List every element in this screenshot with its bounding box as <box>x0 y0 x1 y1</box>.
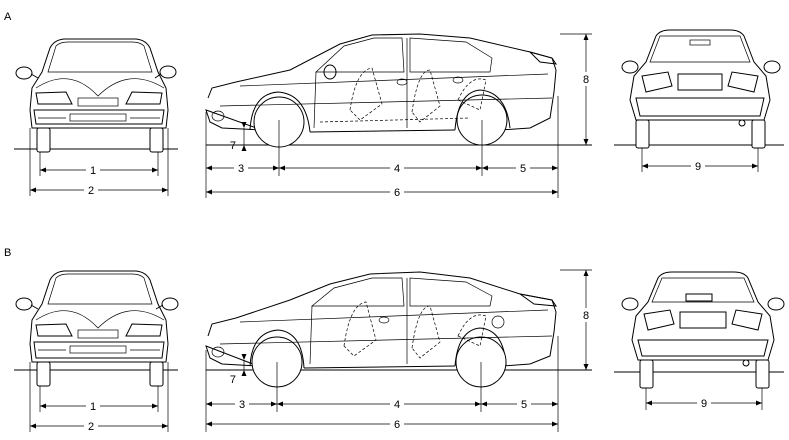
dim-3-label-b: 3 <box>239 399 245 411</box>
front-view-b: 1 2 <box>14 270 179 433</box>
dim-4-label-b: 4 <box>394 399 400 411</box>
dim-3-label-a: 3 <box>238 163 244 175</box>
dim-8-label-a: 8 <box>583 74 589 86</box>
front-view-a: 1 2 <box>14 38 178 197</box>
dim-2-label-a: 2 <box>88 185 94 197</box>
dim-6-label-b: 6 <box>394 419 400 431</box>
dim-5-label-a: 5 <box>520 163 526 175</box>
side-view-b: 8 7 3 4 5 <box>205 269 594 432</box>
dim-7-label-a: 7 <box>230 140 236 152</box>
dim-8-label-b: 8 <box>583 310 589 322</box>
rear-view-a: 9 <box>614 29 784 173</box>
side-view-a: 8 7 3 4 5 <box>205 33 594 199</box>
panel-b: B 1 <box>4 247 785 433</box>
panel-a: A <box>4 11 784 199</box>
dim-5-label-b: 5 <box>521 399 527 411</box>
rear-view-b: 9 <box>614 271 785 410</box>
dim-1-label-b: 1 <box>90 401 96 413</box>
dim-9-label-a: 9 <box>695 161 701 173</box>
panel-b-label: B <box>4 247 11 259</box>
dim-4-label-a: 4 <box>394 163 400 175</box>
dim-6-label-a: 6 <box>394 187 400 199</box>
dim-7-label-b: 7 <box>230 374 236 386</box>
dim-2-label-b: 2 <box>88 421 94 433</box>
panel-a-label: A <box>4 11 12 23</box>
dim-9-label-b: 9 <box>701 398 707 410</box>
dim-1-label-a: 1 <box>90 165 96 177</box>
